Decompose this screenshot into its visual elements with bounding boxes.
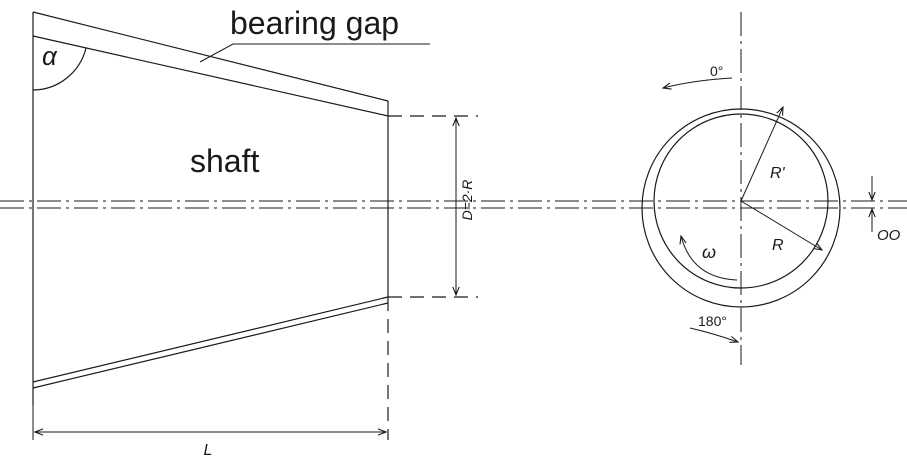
offset-dimension: OO [872,176,901,244]
extension-lines [387,115,478,440]
shaft-bottom-line [32,296,389,383]
shaft-top-line [32,35,389,117]
shaft-cone [32,11,389,405]
omega-arrow [681,236,738,281]
one-eighty-degree-label: 180° [698,313,727,329]
r-prime-line [740,107,783,202]
alpha-arc [32,47,87,91]
offset-label: OO [877,227,901,244]
omega-label: ω [702,242,716,262]
zero-degree-arrow [663,77,733,88]
bearing-gap-label: bearing gap [230,5,399,41]
r-label: R [772,237,784,254]
bearing-outer-bottom-line [32,302,389,389]
r-prime-label: R' [770,165,786,182]
shaft-circle [653,113,829,289]
alpha-label: α [42,41,58,71]
shaft-label: shaft [190,143,259,179]
one-eighty-degree-arrow [689,327,738,342]
bearing-gap-leader [199,43,430,63]
bearing-cross-section: R' R ω 0° 180° [641,63,841,342]
length-label: L [204,442,213,459]
diameter-label: D=2·R [459,180,475,221]
bearing-gap-callout: bearing gap [199,5,430,63]
r-line [740,200,822,250]
bearing-circle [641,108,841,308]
diameter-dimension: D=2·R [456,118,475,295]
length-dimension: L [32,405,386,459]
zero-degree-label: 0° [710,63,723,79]
